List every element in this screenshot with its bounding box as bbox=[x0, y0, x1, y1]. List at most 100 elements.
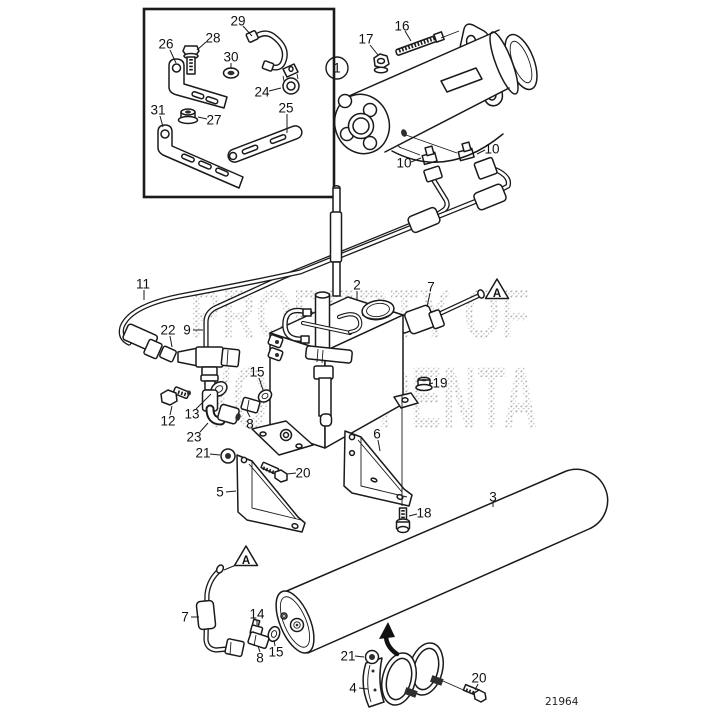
mounting-brackets bbox=[220, 430, 413, 534]
handle-pivot bbox=[302, 308, 312, 317]
callout-label: 24 bbox=[254, 85, 270, 100]
nut-27-flange bbox=[177, 115, 199, 125]
callout-label: 31 bbox=[150, 103, 165, 118]
bracket-26-hole bbox=[171, 63, 182, 73]
bracket-5-hole bbox=[291, 522, 299, 530]
callout-label: 18 bbox=[416, 506, 431, 521]
pump-plunger bbox=[314, 293, 331, 353]
hose-sleeve bbox=[407, 206, 441, 234]
foot-tab-hole bbox=[401, 397, 409, 403]
bracket-31-slot bbox=[181, 153, 195, 163]
foot-plug-inner bbox=[282, 431, 290, 439]
bracket-5-gusset bbox=[248, 461, 302, 521]
fitting-8-lower-hex bbox=[253, 634, 257, 647]
washer-15-upper bbox=[257, 389, 273, 403]
callout-label: 16 bbox=[394, 19, 409, 34]
callout-label: 17 bbox=[358, 32, 373, 47]
front-pipe-nut bbox=[313, 365, 334, 380]
washer-15-lower-bore bbox=[270, 630, 278, 638]
hose-sleeve bbox=[473, 183, 507, 211]
hose-7-lower-nut bbox=[224, 638, 245, 658]
bracket-31-slot bbox=[215, 167, 229, 177]
side-port-bore bbox=[275, 353, 279, 357]
callout-label: 20 bbox=[295, 466, 310, 481]
reference-lines bbox=[398, 30, 460, 506]
handle-pivot bbox=[300, 335, 310, 344]
leader-line bbox=[225, 490, 237, 493]
foot-hole bbox=[259, 431, 267, 437]
bolt-20-lower-head bbox=[473, 689, 487, 703]
leader-line bbox=[169, 49, 177, 64]
clamp-saddle-line bbox=[367, 664, 372, 703]
leader-line bbox=[246, 410, 251, 418]
cylinder-end-cap-inner bbox=[279, 596, 311, 648]
strap-25 bbox=[227, 125, 303, 163]
bracket-26-slot bbox=[205, 96, 219, 105]
strap-25-hole bbox=[228, 151, 238, 161]
nut-19-flange bbox=[415, 383, 433, 392]
t-union-nut bbox=[220, 347, 241, 368]
leader-line bbox=[196, 41, 207, 51]
callout-label: 13 bbox=[184, 407, 199, 422]
cylinder-clamp bbox=[362, 622, 487, 708]
callout-label: 14 bbox=[249, 607, 265, 622]
plug-12-threads bbox=[177, 390, 188, 397]
clamp-lug bbox=[403, 687, 418, 698]
hydraulic-hoses bbox=[118, 141, 512, 352]
callout-label: 27 bbox=[206, 113, 221, 128]
rotate-arrow-head bbox=[379, 622, 395, 639]
warning-triangle-icon bbox=[233, 545, 259, 567]
electric-motor bbox=[333, 23, 538, 163]
callout-label: 8 bbox=[246, 417, 254, 432]
saddle-hole bbox=[373, 688, 377, 692]
leader-line bbox=[169, 335, 173, 348]
double-line-inner bbox=[435, 293, 482, 317]
callout-label: 19 bbox=[432, 376, 447, 391]
filler-cap bbox=[361, 299, 395, 321]
bracket-31-hole bbox=[160, 129, 170, 139]
cylinder-outline bbox=[281, 468, 609, 654]
hose-7-lower-tip bbox=[215, 564, 225, 574]
hose-nut-hex bbox=[229, 641, 232, 656]
callout-label: 11 bbox=[136, 277, 150, 292]
motor-body-bottom bbox=[384, 87, 510, 153]
dipstick-upper bbox=[332, 187, 341, 215]
bolt-18-head-bottom bbox=[396, 525, 410, 534]
drawing-number: 21964 bbox=[545, 696, 579, 708]
return-hose-lower bbox=[195, 564, 281, 658]
leader-line bbox=[426, 292, 431, 308]
motor-lower-housing bbox=[391, 133, 504, 163]
washer-15-upper-bore bbox=[261, 392, 269, 400]
leader-line bbox=[159, 115, 164, 128]
hose-7-tip bbox=[477, 289, 485, 299]
nut-19-bore bbox=[421, 378, 427, 382]
leader-line bbox=[242, 25, 253, 37]
port-to-fitting-line bbox=[405, 134, 458, 154]
fitting-10-left-tip bbox=[424, 145, 435, 157]
motor-bolt bbox=[362, 135, 378, 151]
callout-label: 12 bbox=[160, 414, 175, 429]
front-pipe bbox=[318, 377, 332, 417]
fitting-8-lower bbox=[247, 631, 270, 650]
cylinder-port-large-bore bbox=[293, 621, 301, 629]
hardware-inset-box bbox=[142, 7, 336, 199]
bracket-6-slot bbox=[370, 477, 378, 483]
clamp-band-front-inner bbox=[385, 657, 413, 701]
callout-label: 8 bbox=[256, 651, 264, 666]
hydraulic-pump-reservoir bbox=[251, 185, 433, 456]
nut-17-bore bbox=[376, 57, 386, 65]
fitting-22 bbox=[159, 345, 177, 363]
leader-line bbox=[258, 377, 264, 391]
saddle-hole bbox=[371, 669, 375, 673]
bracket-26 bbox=[168, 58, 228, 109]
callout-label: 10 bbox=[396, 156, 411, 171]
callout-label: 20 bbox=[471, 671, 486, 686]
hose-7-sleeve-step bbox=[428, 309, 445, 330]
t-union-hex bbox=[226, 349, 229, 366]
hose-11-nut bbox=[143, 338, 163, 360]
fitting-8-upper-hex bbox=[246, 399, 250, 412]
cylinder-fill bbox=[282, 472, 589, 653]
bracket-5-hole bbox=[240, 456, 248, 464]
bracket-6-gusset bbox=[357, 437, 408, 498]
